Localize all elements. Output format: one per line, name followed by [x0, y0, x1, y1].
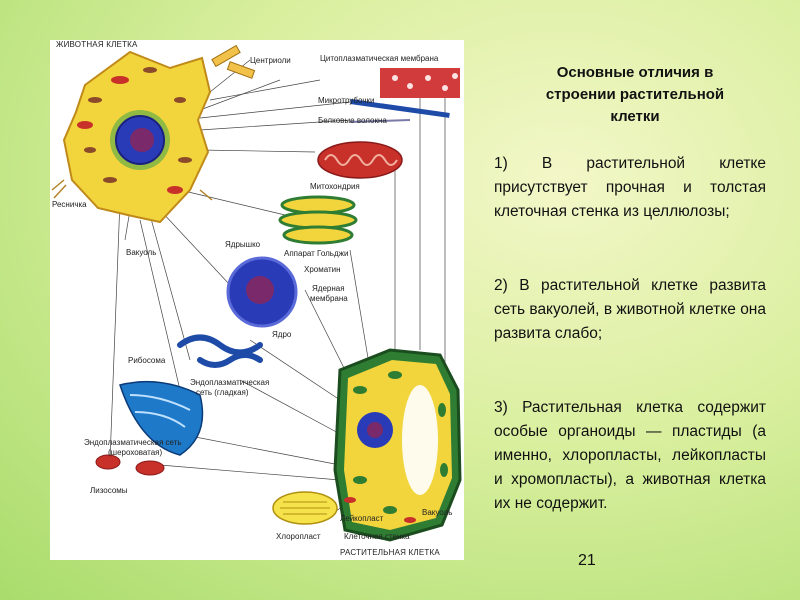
label-smooth-er-2: сеть (гладкая) — [196, 388, 249, 397]
slide-title: Основные отличия в строении растительной… — [500, 62, 770, 128]
membrane-art — [380, 68, 460, 98]
label-protein-fibers: Белковые волокна — [318, 116, 387, 125]
page-number: 21 — [578, 552, 596, 569]
label-leucoplast: Лейкопласт — [340, 514, 384, 523]
label-microtubules: Микротрубочки — [318, 96, 375, 105]
label-mitochondria: Митохондрия — [310, 182, 360, 191]
label-ribosome: Рибосома — [128, 356, 166, 365]
label-golgi: Аппарат Гольджи — [284, 249, 349, 258]
smooth-er-art — [177, 334, 263, 368]
cell-diagram-art — [51, 44, 462, 542]
lysosome-art — [95, 454, 165, 476]
animal-cell — [51, 50, 213, 224]
microtubule-art — [349, 99, 450, 123]
label-nucleus: Ядро — [272, 330, 292, 339]
label-centrioles: Центриоли — [250, 56, 291, 65]
label-vacuole: Вакуоль — [126, 248, 157, 257]
label-rough-er-1: Эндоплазматическая сеть — [84, 438, 182, 447]
label-cytoplasmic-membrane: Цитоплазматическая мембрана — [320, 54, 439, 63]
centriole-art — [211, 44, 256, 79]
label-animal-cell: ЖИВОТНАЯ КЛЕТКА — [56, 40, 138, 49]
title-line-1: Основные отличия в — [556, 64, 714, 81]
label-nucleolus: Ядрышко — [225, 240, 261, 249]
rough-er-art — [119, 380, 204, 456]
point-3: 3) Растительная клетка содержит особые о… — [494, 399, 766, 512]
cell-diagram: ЖИВОТНАЯ КЛЕТКА Центриоли Цитоплазматиче… — [50, 40, 464, 560]
label-plant-cell: РАСТИТЕЛЬНАЯ КЛЕТКА — [340, 548, 440, 557]
title-line-3: клетки — [610, 108, 660, 125]
point-1: 1) В растительной клетке присутствует пр… — [494, 155, 766, 220]
label-cell-wall: Клеточная стенка — [344, 532, 410, 541]
label-chloroplast: Хлоропласт — [276, 532, 321, 541]
golgi-art — [278, 195, 358, 245]
label-smooth-er-1: Эндоплазматическая — [190, 378, 270, 387]
label-cilium: Ресничка — [52, 200, 87, 209]
label-lysosomes: Лизосомы — [90, 486, 128, 495]
label-nuclear-membrane-2: мембрана — [310, 294, 348, 303]
plant-cell — [333, 348, 462, 542]
label-vacuole-plant: Вакуоль — [422, 508, 453, 517]
nucleus-art — [226, 256, 298, 328]
chloroplast-art — [272, 491, 338, 525]
mitochondria-art — [317, 141, 403, 179]
title-line-2: строении растительной — [545, 86, 725, 103]
label-rough-er-2: (шероховатая) — [108, 448, 163, 457]
label-chromatin: Хроматин — [304, 265, 341, 274]
label-nuclear-membrane-1: Ядерная — [312, 284, 345, 293]
point-2: 2) В растительной клетке развита сеть ва… — [494, 277, 766, 342]
